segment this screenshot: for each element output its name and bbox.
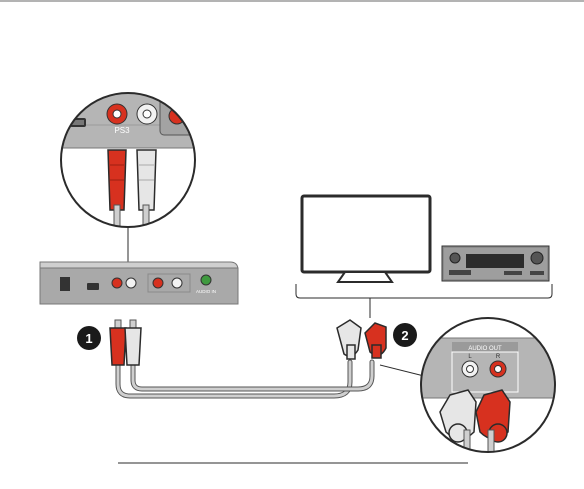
right-channel-label: R	[496, 354, 501, 360]
av-receiver	[442, 246, 549, 281]
cable-pair	[118, 362, 372, 396]
step-number-1: 1	[85, 331, 92, 346]
audio-in-label: AUDIO IN	[196, 289, 216, 294]
ps3-port-label: PS3	[114, 126, 130, 135]
step-number-2: 2	[401, 328, 408, 343]
tv	[302, 196, 430, 282]
audio-out-label: AUDIO OUT	[468, 346, 502, 352]
tv-side-plugs	[337, 320, 386, 359]
step-badge-2: 2	[393, 323, 417, 347]
zoom-circle-ps3-inputs	[55, 88, 210, 235]
zoom-circle-audio-out	[415, 318, 560, 460]
step-badge-1: 1	[77, 326, 101, 350]
equipment-bracket	[296, 284, 552, 298]
box-plugs	[110, 320, 141, 365]
audio-interface-box	[40, 262, 238, 304]
